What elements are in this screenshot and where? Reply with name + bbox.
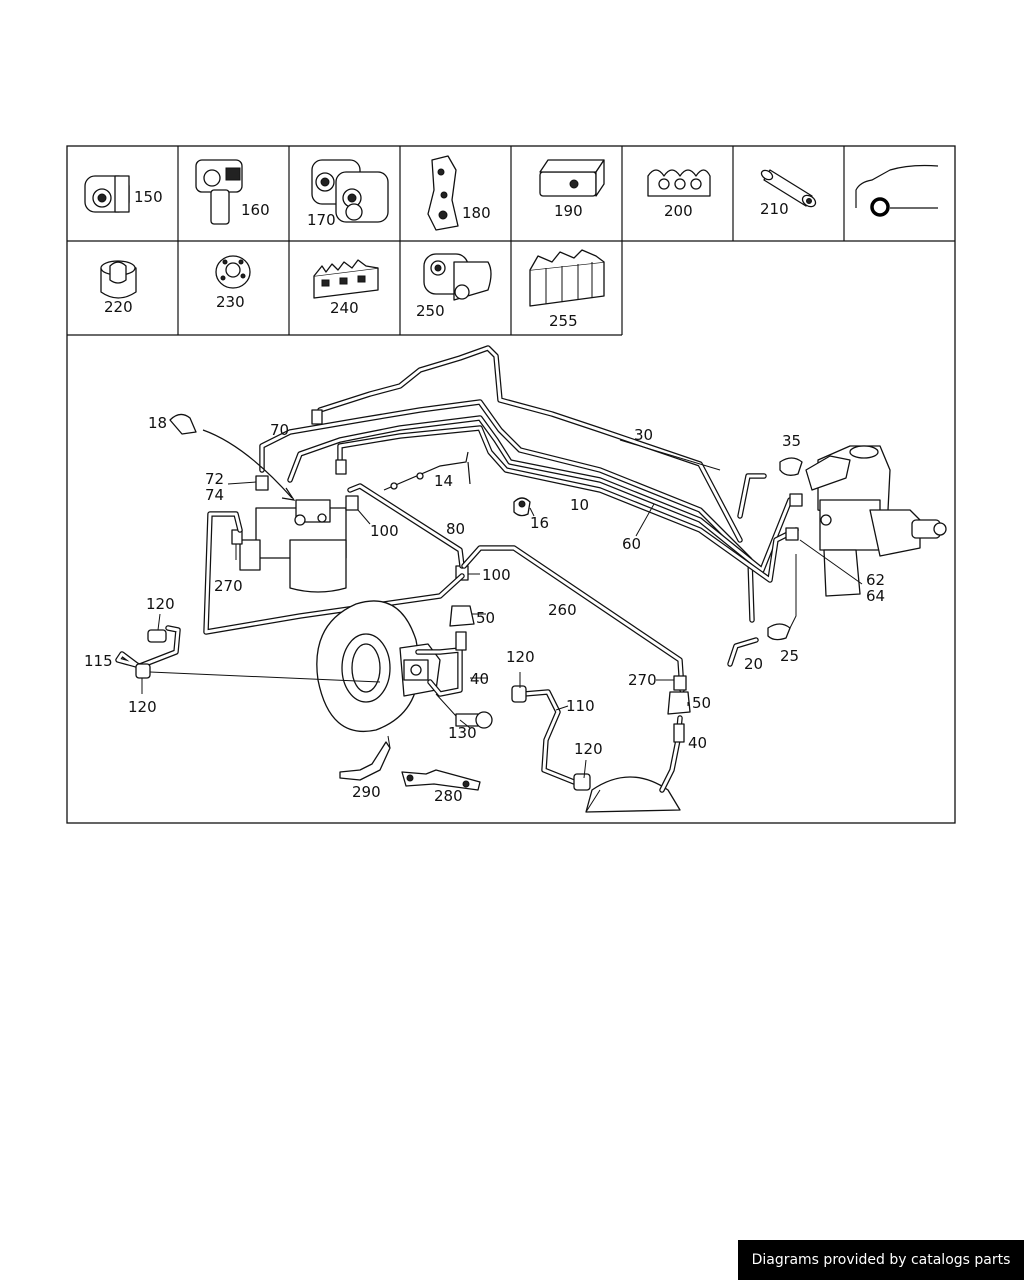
callout-115: 115 (84, 652, 113, 670)
callout-120-rear-lower: 120 (574, 740, 603, 758)
thumbnail-210[interactable]: 210 (760, 168, 818, 218)
brake-disc (316, 600, 441, 732)
credit-banner: Diagrams provided by catalogs parts (738, 1240, 1024, 1280)
abs-hydraulic-unit (239, 499, 347, 593)
callout-80: 80 (446, 520, 465, 538)
thumbnail-label: 220 (104, 298, 133, 316)
thumbnail-label: 250 (416, 302, 445, 320)
callout-18: 18 (148, 414, 167, 432)
leader-lines (141, 481, 863, 779)
thumbnail-255[interactable]: 255 (529, 249, 605, 330)
callout-62: 62 (866, 571, 885, 589)
callout-20: 20 (744, 655, 763, 673)
callout-labels: 18 70 72 74 14 30 35 10 16 60 100 80 100… (84, 414, 885, 805)
callout-130: 130 (448, 724, 477, 742)
callout-120-rear-upper: 120 (506, 648, 535, 666)
thumbnail-160[interactable]: 160 (195, 159, 270, 225)
callout-120-lower-left: 120 (128, 698, 157, 716)
credit-text: Diagrams provided by catalogs parts (751, 1252, 1011, 1268)
callout-50-front: 50 (476, 609, 495, 627)
callout-74: 74 (205, 486, 224, 504)
callout-16: 16 (530, 514, 549, 532)
brake-line-assembly (115, 345, 947, 813)
callout-64: 64 (866, 587, 885, 605)
callout-280: 280 (434, 787, 463, 805)
brake-pipe-bundle (259, 345, 799, 623)
callout-70: 70 (270, 421, 289, 439)
thumbnail-label: 190 (554, 202, 583, 220)
callout-270-right: 270 (628, 671, 657, 689)
callout-25: 25 (780, 647, 799, 665)
thumbnail-190[interactable]: 190 (539, 159, 605, 220)
thumbnail-220[interactable]: 220 (100, 260, 137, 316)
callout-40-front: 40 (470, 670, 489, 688)
thumbnail-label: 200 (664, 202, 693, 220)
callout-30: 30 (634, 426, 653, 444)
thumbnail-label: 160 (241, 201, 270, 219)
callout-100-upper: 100 (370, 522, 399, 540)
thumbnail-150[interactable]: 150 (84, 175, 163, 213)
callout-40-rear: 40 (688, 734, 707, 752)
callout-100-lower: 100 (482, 566, 511, 584)
callout-270-left: 270 (214, 577, 243, 595)
thumbnail-label: 170 (307, 211, 336, 229)
callout-60: 60 (622, 535, 641, 553)
thumbnail-170[interactable]: 170 (307, 159, 389, 229)
callout-72: 72 (205, 470, 224, 488)
thumbnail-label: 230 (216, 293, 245, 311)
callout-35: 35 (782, 432, 801, 450)
callout-260: 260 (548, 601, 577, 619)
callout-14: 14 (434, 472, 453, 490)
callout-290: 290 (352, 783, 381, 801)
diagram-frame (66, 145, 956, 824)
thumbnail-label: 255 (549, 312, 578, 330)
callout-50-rear: 50 (692, 694, 711, 712)
thumbnail-240[interactable]: 240 (313, 259, 379, 317)
thumbnail-label: 180 (462, 204, 491, 222)
thumbnail-car-silhouette[interactable] (855, 164, 939, 217)
callout-10: 10 (570, 496, 589, 514)
callout-120-upper-left: 120 (146, 595, 175, 613)
thumbnail-label: 210 (760, 200, 789, 218)
callout-110: 110 (566, 697, 595, 715)
master-cylinder (805, 445, 947, 597)
thumbnail-200[interactable]: 200 (647, 169, 711, 220)
thumbnail-230[interactable]: 230 (215, 255, 251, 311)
thumbnail-180[interactable]: 180 (427, 155, 491, 231)
thumbnail-250[interactable]: 250 (416, 253, 492, 320)
thumbnail-label: 240 (330, 299, 359, 317)
thumbnail-label: 150 (134, 188, 163, 206)
